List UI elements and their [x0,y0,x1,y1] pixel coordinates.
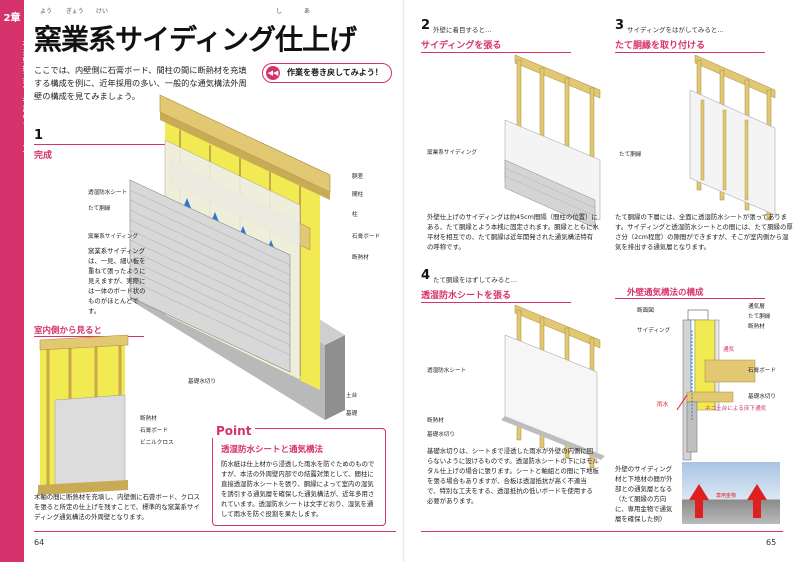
label-step2-siding: 窯業系サイディング [427,150,477,156]
page-number-right: 65 [766,538,777,547]
label-sill: 土台 [346,393,358,399]
up-arrow-icon [747,484,767,500]
step2-illustration [504,54,601,229]
section-title: 窯業系サイディング仕上げ [26,160,33,232]
step3-rule [615,52,765,53]
left-page: 2章 在来軸組工法 各部のつくり方 窯業系サイディング仕上げ よう ぎょう けい… [0,0,404,562]
footer-rule [34,531,396,532]
chapter-sidebar: 2章 在来軸組工法 各部のつくり方 窯業系サイディング仕上げ [0,0,33,562]
title-ruby: よう [40,8,53,15]
point-tag: Point [212,424,256,438]
rewind-icon: ◀◀ [266,66,280,80]
point-heading: 透湿防水シートと通気構法 [221,445,324,455]
label-moisture-sheet: 透湿防水シート [88,190,128,196]
point-box: 透湿防水シートと通気構法 防水紙は仕上材から浸透した雨水を防ぐためのものですが、… [212,428,386,526]
label-detail-rain: 雨水 [657,402,669,408]
step2-number: 2 [421,18,431,33]
detail-section-diagram [676,309,756,461]
step3-sub: サイディングをはがしてみると… [627,26,724,34]
gutter [403,0,406,562]
step4-label: 透湿防水シートを張る [421,291,512,301]
label-detail-plaster: 石膏ボード [748,368,776,374]
detail-rule [615,298,765,299]
step1-label: 完成 [34,151,53,161]
photo-caption: 外壁のサイディング材と下地材の間が外部との通気層となる（たて胴縁の方向に、専用金… [615,465,673,523]
label-foundation-flashing: 基礎水切り [188,379,216,385]
photo-label: 専用金物 [716,493,737,499]
footer-rule-right [421,531,783,532]
interior-note: 木軸の間に断熱材を充填し、内壁側に石膏ボード、クロスを張ると所定の仕上げを残すこ… [34,493,200,521]
step4-illustration [501,304,605,469]
title-ruby: し [276,8,283,15]
label-step4-sheet: 透湿防水シート [427,368,467,374]
label-detail-vent-layer: 通気層 [748,304,765,310]
label-insulation: 断熱材 [352,255,369,261]
step1-rule [34,144,194,145]
label-detail-tag: 断面図 [637,308,654,314]
label-detail-flashing: 基礎水切り [748,394,776,400]
label-interior-cloth: ビニルクロス [140,440,174,446]
step3-label: たて胴縁を取り付ける [615,41,706,51]
label-post: 柱 [352,212,358,218]
label-column: 胴差 [352,174,364,180]
label-detail-air: 通気 [723,347,735,353]
label-step3-batten: たて胴縁 [619,152,642,158]
label-detail-insulation: 断熱材 [748,324,765,330]
step1-note: 窯業系サイディングは、一見、細い板を重ねて張ったように見えますが、実際には一体の… [88,247,146,315]
chapter-title: 在来軸組工法 各部のつくり方 [22,40,31,152]
detail-title: 外壁通気構法の構成 [627,288,704,298]
label-siding: 窯業系サイディング [88,234,138,240]
step3-note: たて胴縁の下層には、全面に透湿防水シートが張ってあります。サイディングと透湿防水… [615,213,793,251]
step3-number: 3 [615,18,625,33]
interior-label: 室内側から見ると [34,326,103,336]
label-stud: 間柱 [352,192,364,198]
title-ruby: あ [304,8,311,15]
step1-number: 1 [34,128,44,143]
up-arrow-icon [689,484,709,500]
step3-illustration [689,54,776,221]
photo-arrow-stem [695,500,703,518]
title-ruby: ぎょう [66,8,84,15]
step2-rule [421,52,571,53]
interior-illustration [38,334,129,495]
chapter-number: 2章 [3,13,21,24]
label-detail-bottom: ネコ土台による床下通気 [705,406,767,412]
review-text: 作業を巻き戻してみよう！ [287,68,383,77]
step4-number: 4 [421,268,431,283]
page-title: 窯業系サイディング仕上げ [34,23,357,56]
step2-label: サイディングを張る [421,41,502,51]
example-photo: 専用金物 [682,462,780,524]
step2-sub: 外壁に着目すると… [433,26,492,34]
label-batten: たて胴縁 [88,206,111,212]
label-interior-insulation: 断熱材 [140,416,157,422]
intro-text: ここでは、内壁側に石膏ボード、間柱の間に断熱材を充填する構成を例に、近年採用の多… [34,65,247,101]
step2-note: 外壁仕上げのサイディングは約45cm間隔（間柱の位置）にある、たて胴縁とよう本桟… [427,213,599,251]
step4-note: 基礎水切りは、シートまで浸透した雨水が外壁の内側に回らないように設けるものです。… [427,447,599,505]
label-detail-siding: サイディング [637,328,671,334]
label-detail-batten: たて胴縁 [748,314,771,320]
step4-sub: たて胴縁をはずしてみると… [433,276,518,284]
review-badge: ◀◀ 作業を巻き戻してみよう！ [262,63,392,83]
step4-rule [421,302,571,303]
photo-arrow-stem [753,500,761,518]
label-interior-plaster: 石膏ボード [140,428,168,434]
label-step4-flashing: 基礎水切り [427,432,455,438]
label-step4-insulation: 断熱材 [427,418,444,424]
title-ruby: けい [96,8,109,15]
label-footing: 基礎 [346,411,358,417]
step1-illustration [129,94,345,420]
page-number-left: 64 [34,538,45,547]
label-plaster: 石膏ボード [352,234,380,240]
point-text: 防水紙は仕上材から浸透した雨水を防ぐためのものですが、本法の外周壁内部での結露対… [221,460,375,518]
interior-rule [34,336,144,337]
